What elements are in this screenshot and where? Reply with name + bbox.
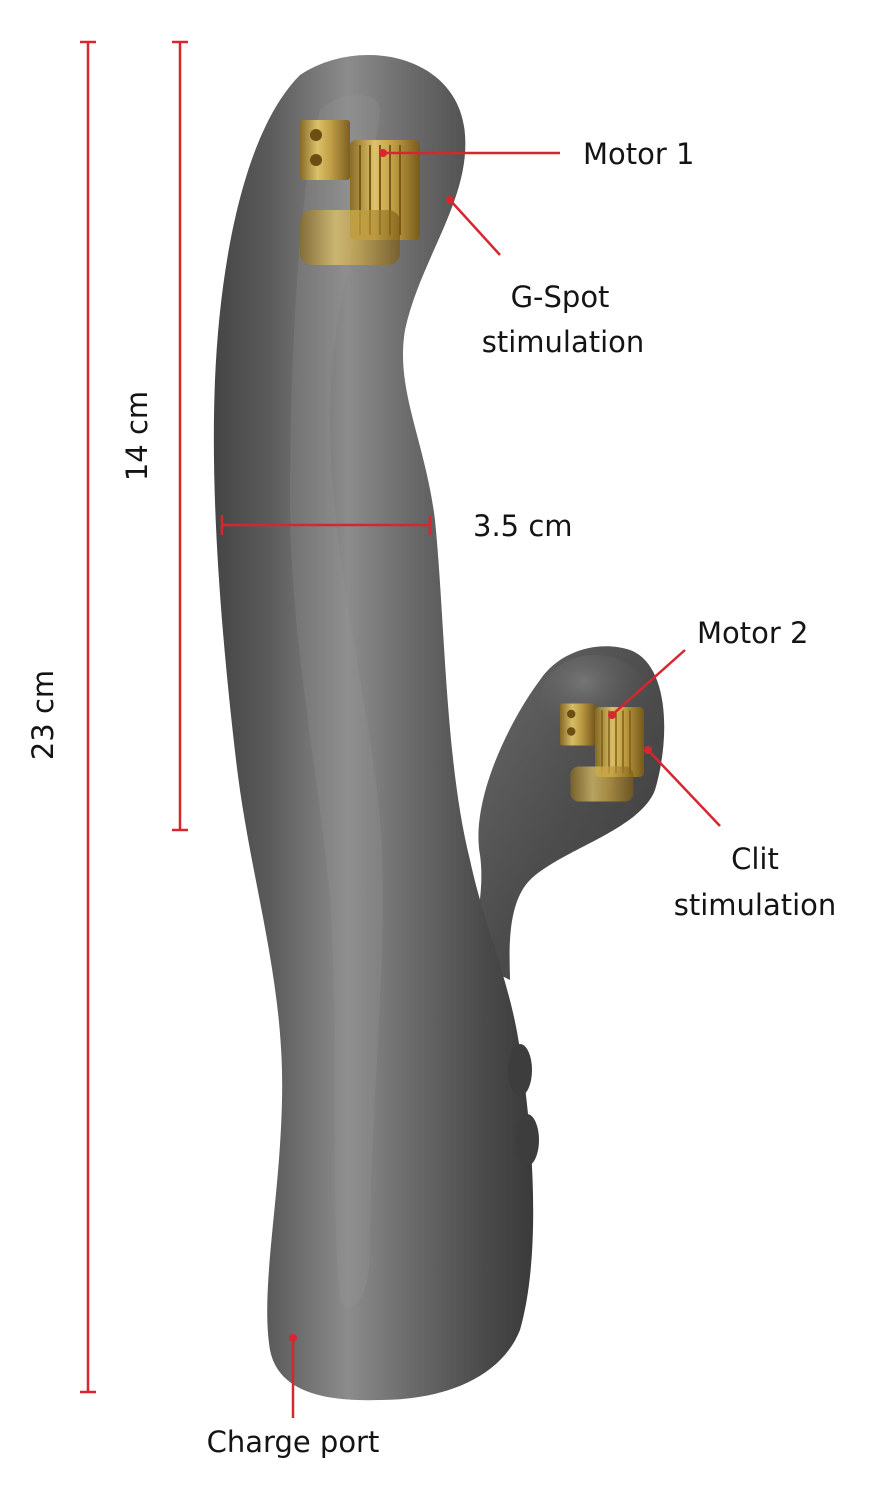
gold-motor-icon (300, 120, 420, 265)
insertable-length-label: 14 cm (120, 391, 154, 481)
control-buttons (508, 1044, 539, 1166)
gspot-label-line2: stimulation (482, 325, 645, 359)
clit-label-line1: Clit (731, 842, 779, 876)
motor-1-label: Motor 1 (583, 137, 694, 171)
main-shaft (213, 55, 534, 1401)
total-length-label: 23 cm (26, 670, 60, 760)
charge-port-label: Charge port (207, 1425, 380, 1459)
gspot-label-line1: G-Spot (511, 280, 610, 314)
shaft-highlight (290, 95, 383, 1308)
clit-label-line2: stimulation (674, 888, 837, 922)
clit-callout (647, 749, 721, 827)
callout-lines (80, 40, 721, 1418)
gold-motor-icon-2 (560, 703, 644, 802)
motor-2-callout (611, 649, 686, 716)
gspot-callout (449, 199, 501, 256)
width-label: 3.5 cm (473, 509, 573, 543)
motor-2-label: Motor 2 (697, 616, 808, 650)
